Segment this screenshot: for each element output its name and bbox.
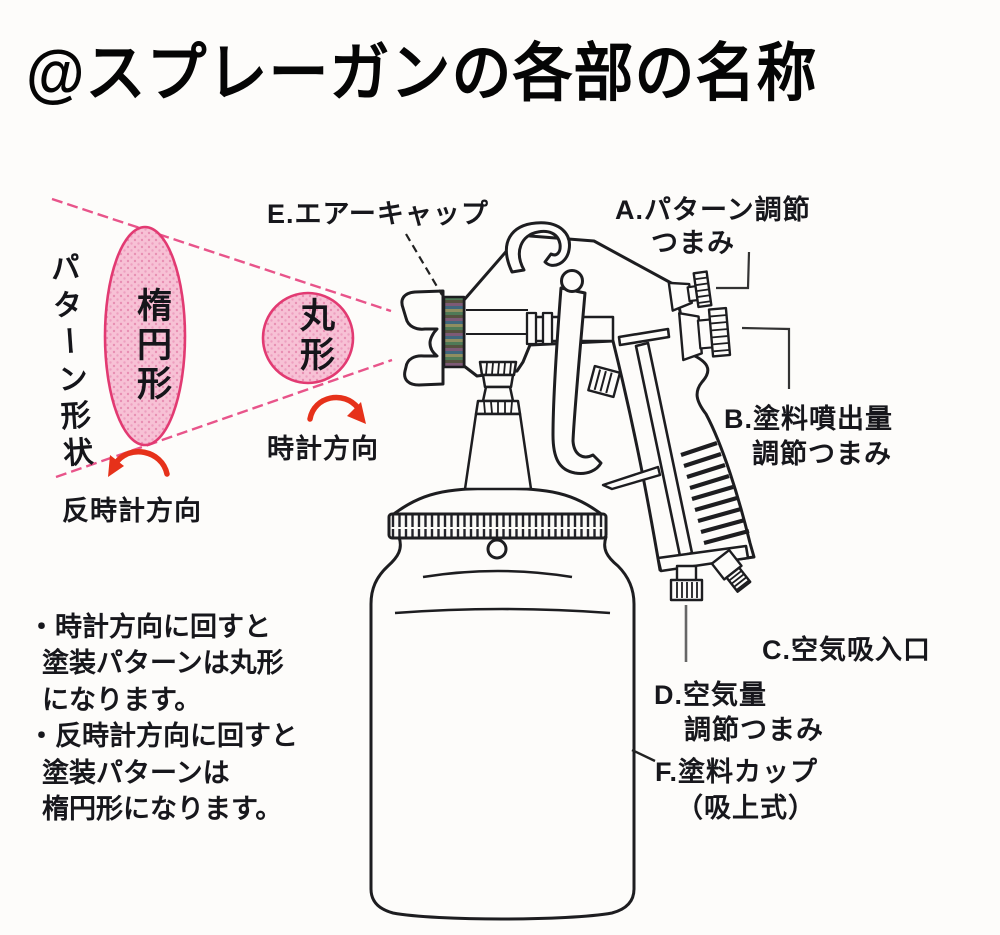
label-d-air-knob-line2: 調節つまみ: [684, 715, 824, 745]
trigger-lower-arm: [601, 465, 662, 491]
leader-f: [631, 748, 656, 763]
ellipse-shape-label: 楕円形: [132, 287, 171, 404]
cup-lid-dome: [389, 486, 606, 518]
leader-a: [716, 251, 751, 290]
label-b-fluid-knob-line2: 調節つまみ: [752, 439, 892, 469]
label-d-air-knob: D.空気量: [654, 680, 767, 710]
trigger: [551, 286, 603, 475]
counterclockwise-arrow-icon: [108, 449, 170, 477]
leader-e: [405, 233, 443, 296]
vent-hole: [486, 538, 508, 560]
leader-b: [741, 326, 791, 389]
page-title: @スプレーガンの各部の名称: [26, 37, 818, 109]
clockwise-arrow-icon: [307, 394, 366, 424]
note-line: になります。: [42, 684, 202, 715]
explanation-notes: ・時計方向に回すと 塗装パターンは丸形 になります。 ・反時計方向に回すと 塗装…: [28, 609, 298, 827]
counterclockwise-label: 反時計方向: [62, 496, 202, 526]
spray-cone-lines: [51, 197, 393, 479]
note-line: 塗装パターンは: [42, 757, 230, 788]
note-line: 塗装パターンは丸形: [42, 648, 284, 679]
handle-grip: [680, 441, 750, 546]
fluid-connector: [463, 360, 533, 491]
round-pattern-shape: [261, 291, 355, 385]
spray-gun-drawing: [462, 221, 756, 602]
label-c-air-inlet: C.空気吸入口: [762, 635, 931, 665]
label-b-fluid-knob: B.塗料噴出量: [724, 404, 893, 434]
fluid-boss: [587, 364, 622, 399]
cup-lid-rim: [387, 512, 608, 540]
label-a-pattern-knob: A.パターン調節: [615, 195, 811, 225]
ellipse-pattern-shape: [103, 225, 187, 447]
trigger-pivot: [560, 269, 584, 293]
hanging-hook: [505, 221, 571, 274]
air-cap-horns: [400, 289, 445, 387]
note-line: 楕円形になります。: [42, 794, 283, 825]
fluid-adjust-knob: [677, 306, 732, 362]
pattern-adjust-knob: [667, 270, 713, 312]
clockwise-label: 時計方向: [267, 434, 379, 464]
air-adjust-knob: [669, 564, 704, 602]
label-f-paint-cup: F.塗料カップ: [655, 757, 819, 787]
round-shape-label: 丸形: [295, 297, 334, 375]
label-a-pattern-knob-line2: つまみ: [651, 228, 735, 258]
air-cap: [400, 289, 528, 387]
note-line: ・反時計方向に回すと: [28, 721, 298, 752]
needle-rod: [617, 327, 694, 558]
leader-lines: [405, 233, 791, 763]
air-inlet: [710, 548, 752, 593]
label-f-paint-cup-line2: （吸上式）: [676, 793, 816, 823]
note-line: ・時計方向に回すと: [28, 612, 271, 642]
cup-body: [369, 535, 636, 921]
label-e-air-cap: E.エアーキャップ: [267, 199, 489, 229]
air-cap-ring: [442, 295, 466, 369]
paint-cup: [369, 360, 636, 921]
